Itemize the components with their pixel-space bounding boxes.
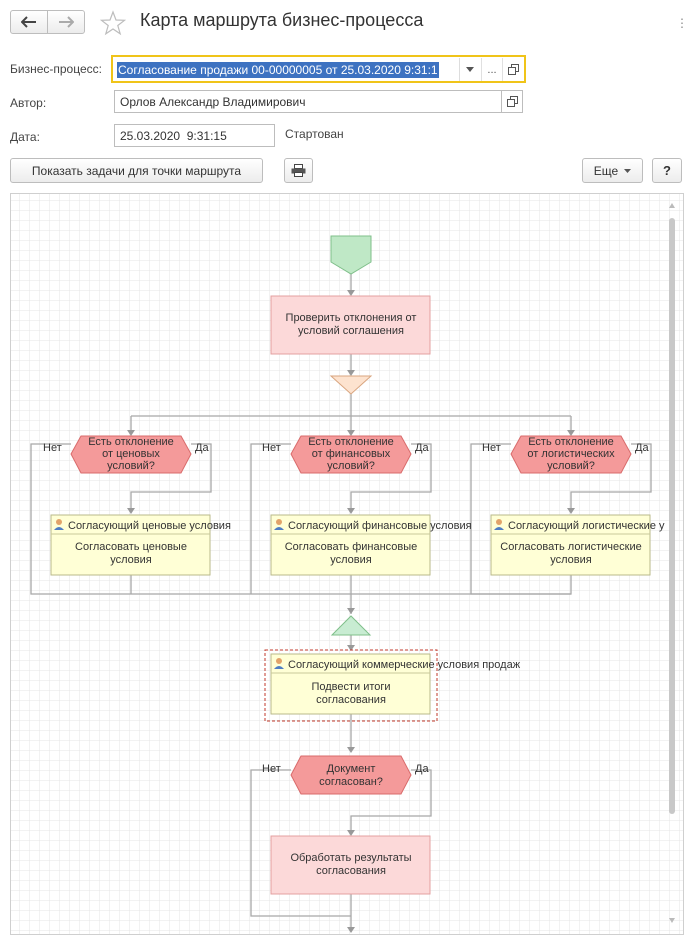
decision-price-yes: Да bbox=[195, 442, 209, 454]
result-task-line2: согласования bbox=[316, 865, 386, 877]
date-label: Дата: bbox=[10, 130, 40, 144]
forward-button[interactable] bbox=[47, 10, 85, 34]
process-dropdown-button[interactable] bbox=[459, 58, 480, 81]
decision-price-line1: Есть отклонение bbox=[88, 436, 174, 448]
user-icon bbox=[54, 519, 64, 530]
decision-logistics-line2: от логистических bbox=[527, 448, 615, 460]
arrow-left-icon bbox=[21, 16, 36, 28]
help-button[interactable]: ? bbox=[652, 158, 682, 183]
decision-logistics-line1: Есть отклонение bbox=[528, 436, 614, 448]
process-select-button[interactable]: ... bbox=[481, 58, 502, 81]
final-decision-no: Нет bbox=[262, 763, 281, 775]
date-value: 25.03.2020 9:31:15 bbox=[120, 128, 227, 143]
decision-finance-no: Нет bbox=[262, 442, 281, 454]
check-task-line1: Проверить отклонения от bbox=[286, 312, 417, 324]
summary-task[interactable]: Согласующий коммерческие условия продаж … bbox=[270, 653, 521, 715]
decision-finance[interactable]: Есть отклонение от финансовых условий? Н… bbox=[262, 435, 429, 474]
author-input[interactable]: Орлов Александр Владимирович bbox=[114, 90, 502, 113]
scrollbar-thumb[interactable] bbox=[669, 218, 675, 814]
user-icon bbox=[274, 519, 284, 530]
summary-role: Согласующий коммерческие условия продаж bbox=[288, 659, 521, 671]
decision-logistics[interactable]: Есть отклонение от логистических условий… bbox=[482, 435, 649, 474]
chevron-down-icon bbox=[466, 67, 474, 72]
status-text: Стартован bbox=[285, 127, 344, 141]
favorite-star-icon[interactable] bbox=[99, 10, 127, 36]
more-button[interactable]: Еще bbox=[582, 158, 643, 183]
decision-finance-line2: от финансовых bbox=[312, 448, 391, 460]
decision-logistics-no: Нет bbox=[482, 442, 501, 454]
approval-price-task-line1: Согласовать ценовые bbox=[75, 541, 187, 553]
process-label: Бизнес-процесс: bbox=[10, 62, 102, 76]
decision-logistics-line3: условий? bbox=[547, 460, 595, 472]
decision-finance-line1: Есть отклонение bbox=[308, 436, 394, 448]
open-window-icon bbox=[507, 64, 519, 75]
arrow-right-icon bbox=[59, 16, 74, 28]
window-menu-icon[interactable]: ⋮ bbox=[676, 16, 688, 30]
route-map-canvas[interactable]: Проверить отклонения от условий соглашен… bbox=[10, 193, 684, 935]
approval-finance-task-line1: Согласовать финансовые bbox=[285, 541, 418, 553]
approval-logistics-task-line1: Согласовать логистические bbox=[500, 541, 641, 553]
page-title: Карта маршрута бизнес-процесса bbox=[140, 10, 424, 30]
approval-price-role: Согласующий ценовые условия bbox=[68, 520, 231, 532]
summary-task-line2: согласования bbox=[316, 694, 386, 706]
chevron-down-icon bbox=[624, 168, 632, 173]
approval-logistics-task-line2: условия bbox=[550, 554, 592, 566]
start-point[interactable] bbox=[330, 235, 372, 275]
final-decision-line1: Документ bbox=[327, 763, 376, 775]
summary-task-line1: Подвести итоги bbox=[311, 681, 390, 693]
back-button[interactable] bbox=[10, 10, 48, 34]
process-input[interactable]: Согласование продажи 00-00000005 от 25.0… bbox=[114, 58, 458, 81]
scroll-up-arrow[interactable] bbox=[669, 203, 675, 208]
result-task-line1: Обработать результаты bbox=[290, 852, 411, 864]
check-deviations-task[interactable]: Проверить отклонения от условий соглашен… bbox=[270, 295, 431, 355]
decision-finance-yes: Да bbox=[415, 442, 429, 454]
decision-price-line3: условий? bbox=[107, 460, 155, 472]
user-icon bbox=[494, 519, 504, 530]
final-decision-line2: согласован? bbox=[319, 776, 383, 788]
vertical-scrollbar[interactable] bbox=[669, 203, 675, 923]
more-label: Еще bbox=[593, 163, 619, 178]
process-results-task[interactable]: Обработать результаты согласования bbox=[270, 835, 431, 895]
approval-price-task-line2: условия bbox=[110, 554, 152, 566]
arrowheads bbox=[127, 290, 575, 933]
author-label: Автор: bbox=[10, 96, 47, 110]
print-button[interactable] bbox=[284, 158, 313, 183]
check-task-line2: условий соглашения bbox=[298, 325, 404, 337]
process-open-button[interactable] bbox=[502, 58, 523, 81]
approval-finance[interactable]: Согласующий финансовые условия Согласова… bbox=[270, 514, 472, 576]
printer-icon bbox=[291, 164, 306, 177]
author-value: Орлов Александр Владимирович bbox=[120, 94, 306, 109]
approval-price[interactable]: Согласующий ценовые условия Согласовать … bbox=[50, 514, 231, 576]
approval-finance-task-line2: условия bbox=[330, 554, 372, 566]
approval-logistics-role: Согласующий логистические у bbox=[508, 520, 665, 532]
date-input[interactable]: 25.03.2020 9:31:15 bbox=[114, 124, 275, 147]
user-icon bbox=[274, 658, 284, 669]
decision-finance-line3: условий? bbox=[327, 460, 375, 472]
decision-price[interactable]: Есть отклонение от ценовых условий? Нет … bbox=[43, 435, 209, 474]
approval-finance-role: Согласующий финансовые условия bbox=[288, 520, 472, 532]
decision-logistics-yes: Да bbox=[635, 442, 649, 454]
decision-document-approved[interactable]: Документ согласован? Нет Да bbox=[262, 755, 429, 795]
scroll-down-arrow[interactable] bbox=[669, 918, 675, 923]
split-point[interactable] bbox=[329, 375, 373, 395]
show-tasks-button[interactable]: Показать задачи для точки маршрута bbox=[10, 158, 263, 183]
decision-price-line2: от ценовых bbox=[102, 448, 160, 460]
process-value: Согласование продажи 00-00000005 от 25.0… bbox=[117, 61, 439, 78]
final-decision-yes: Да bbox=[415, 763, 429, 775]
join-point[interactable] bbox=[330, 615, 372, 636]
author-open-button[interactable] bbox=[502, 90, 523, 113]
open-window-icon bbox=[506, 96, 518, 107]
decision-price-no: Нет bbox=[43, 442, 62, 454]
approval-logistics[interactable]: Согласующий логистические у Согласовать … bbox=[490, 514, 665, 576]
selection-frame bbox=[264, 649, 438, 722]
